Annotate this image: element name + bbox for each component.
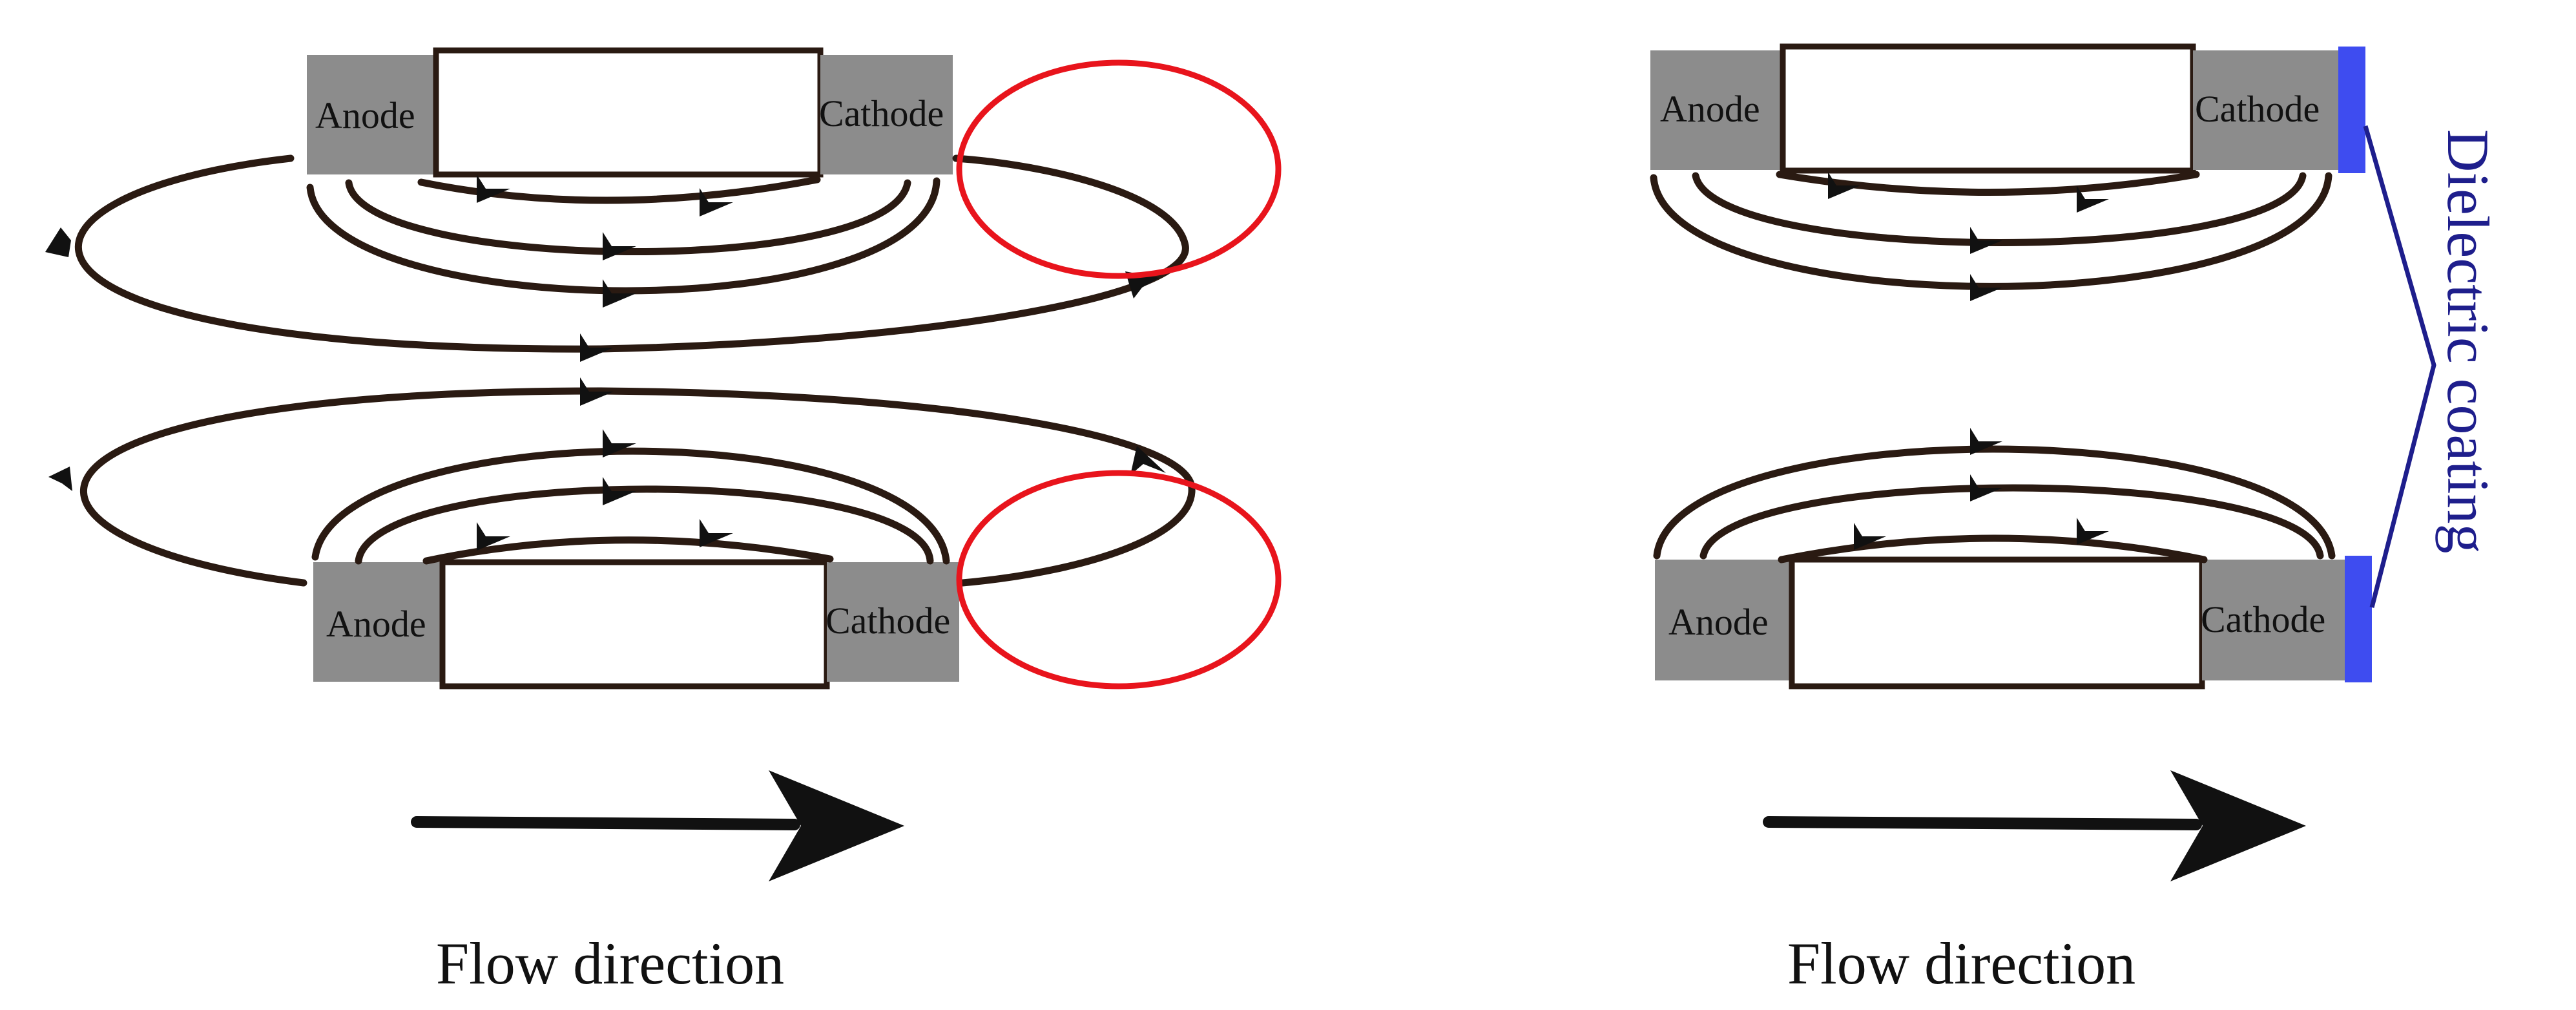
right-top-field-line-1 <box>1776 171 2200 196</box>
right-top-cathode-label: Cathode <box>2195 88 2320 130</box>
right-bottom-field-line-3 <box>1653 445 2336 560</box>
left-bottom-field-line-3 <box>311 447 950 565</box>
right-top-cathode-block <box>2193 50 2338 170</box>
arrowhead-icon <box>700 519 733 547</box>
left-top-anode-block <box>307 55 436 174</box>
arrowhead-icon <box>603 232 636 260</box>
left-top-cathode-block <box>820 55 953 174</box>
right-top-anode-block <box>1650 50 1783 170</box>
arrowhead-icon <box>1970 428 2002 455</box>
arrowhead-icon <box>1854 523 1886 550</box>
arrowhead-icon <box>1970 474 2002 501</box>
arrowhead-icon <box>603 279 636 308</box>
left-bottom-electrode-body <box>439 559 830 689</box>
right-field-arrowheads <box>1828 172 2109 550</box>
right-top-field-line-2 <box>1692 172 2307 246</box>
right-top-anode-label: Anode <box>1660 88 1760 130</box>
arrowhead-icon <box>1828 172 1860 199</box>
right-bottom-cathode-block <box>2202 560 2347 680</box>
left-top-field-line-3 <box>306 177 940 295</box>
left-top-cathode-label: Cathode <box>819 92 944 134</box>
left-bottom-field-line-2 <box>355 485 934 565</box>
left-bottom-electrode: Anode Cathode <box>313 559 959 689</box>
arrowhead-icon <box>1970 274 2002 301</box>
right-top-field-lines <box>1650 171 2332 290</box>
arrowhead-icon <box>45 227 71 257</box>
arrowhead-icon <box>1130 446 1166 475</box>
dielectric-coating-label: Dielectric coating <box>2435 129 2501 553</box>
coating-callout-line <box>2363 125 2436 608</box>
arrowhead-icon <box>2077 518 2109 545</box>
right-bottom-field-line-1 <box>1778 534 2208 563</box>
left-bottom-field-line-4 <box>79 387 1196 587</box>
arrowhead-icon <box>700 188 733 216</box>
arrowhead-icon <box>2077 185 2109 213</box>
arrowhead-icon <box>580 333 614 362</box>
right-bottom-coating <box>2345 556 2372 682</box>
dielectric-coating-callout: Dielectric coating <box>2363 125 2501 608</box>
right-bottom-anode-block <box>1655 560 1792 680</box>
arrowhead-icon <box>580 377 614 406</box>
arrow-right-icon <box>411 770 904 881</box>
left-panel: Anode Cathode Anode Cathode <box>45 47 1282 996</box>
arrowhead-icon <box>48 467 72 491</box>
left-field-arrowheads <box>45 174 1166 551</box>
left-bottom-cathode-block <box>827 562 959 682</box>
right-bottom-anode-label: Anode <box>1668 601 1769 643</box>
arrowhead-icon <box>603 477 636 505</box>
right-bottom-cathode-label: Cathode <box>2201 598 2325 640</box>
left-bottom-field-lines <box>79 387 1196 587</box>
right-bottom-electrode: Anode Cathode <box>1655 556 2372 689</box>
left-top-electrode-body <box>433 47 824 178</box>
right-top-coating <box>2338 47 2365 173</box>
right-top-electrode: Anode Cathode <box>1650 43 2365 174</box>
arrowhead-icon <box>603 429 636 458</box>
left-top-field-lines <box>74 154 1189 353</box>
left-top-anode-label: Anode <box>315 94 415 136</box>
right-bottom-field-lines <box>1653 445 2336 563</box>
left-flow-direction-label: Flow direction <box>436 931 784 996</box>
left-top-field-line-2 <box>345 179 911 255</box>
left-bottom-field-line-1 <box>422 536 834 565</box>
left-bottom-highlight-ellipse <box>956 470 1282 689</box>
arrowhead-icon <box>477 174 510 203</box>
right-bottom-electrode-body <box>1789 556 2205 689</box>
right-panel: Anode Cathode Anode Cathode <box>1650 43 2501 996</box>
left-top-highlight-ellipse <box>956 59 1282 279</box>
left-top-electrode: Anode Cathode <box>307 47 953 178</box>
left-bottom-anode-label: Anode <box>326 603 426 645</box>
right-flow-direction-label: Flow direction <box>1787 931 2135 996</box>
left-bottom-cathode-label: Cathode <box>826 600 950 642</box>
arrowhead-icon <box>1970 227 2002 254</box>
right-bottom-field-line-2 <box>1699 484 2324 560</box>
right-top-field-line-3 <box>1650 172 2332 290</box>
right-top-electrode-body <box>1780 43 2196 174</box>
left-bottom-anode-block <box>313 562 442 682</box>
arrowhead-icon <box>477 522 510 551</box>
left-top-field-line-1 <box>417 176 821 204</box>
left-top-field-line-4 <box>74 154 1189 353</box>
arrow-right-icon <box>1763 770 2306 881</box>
